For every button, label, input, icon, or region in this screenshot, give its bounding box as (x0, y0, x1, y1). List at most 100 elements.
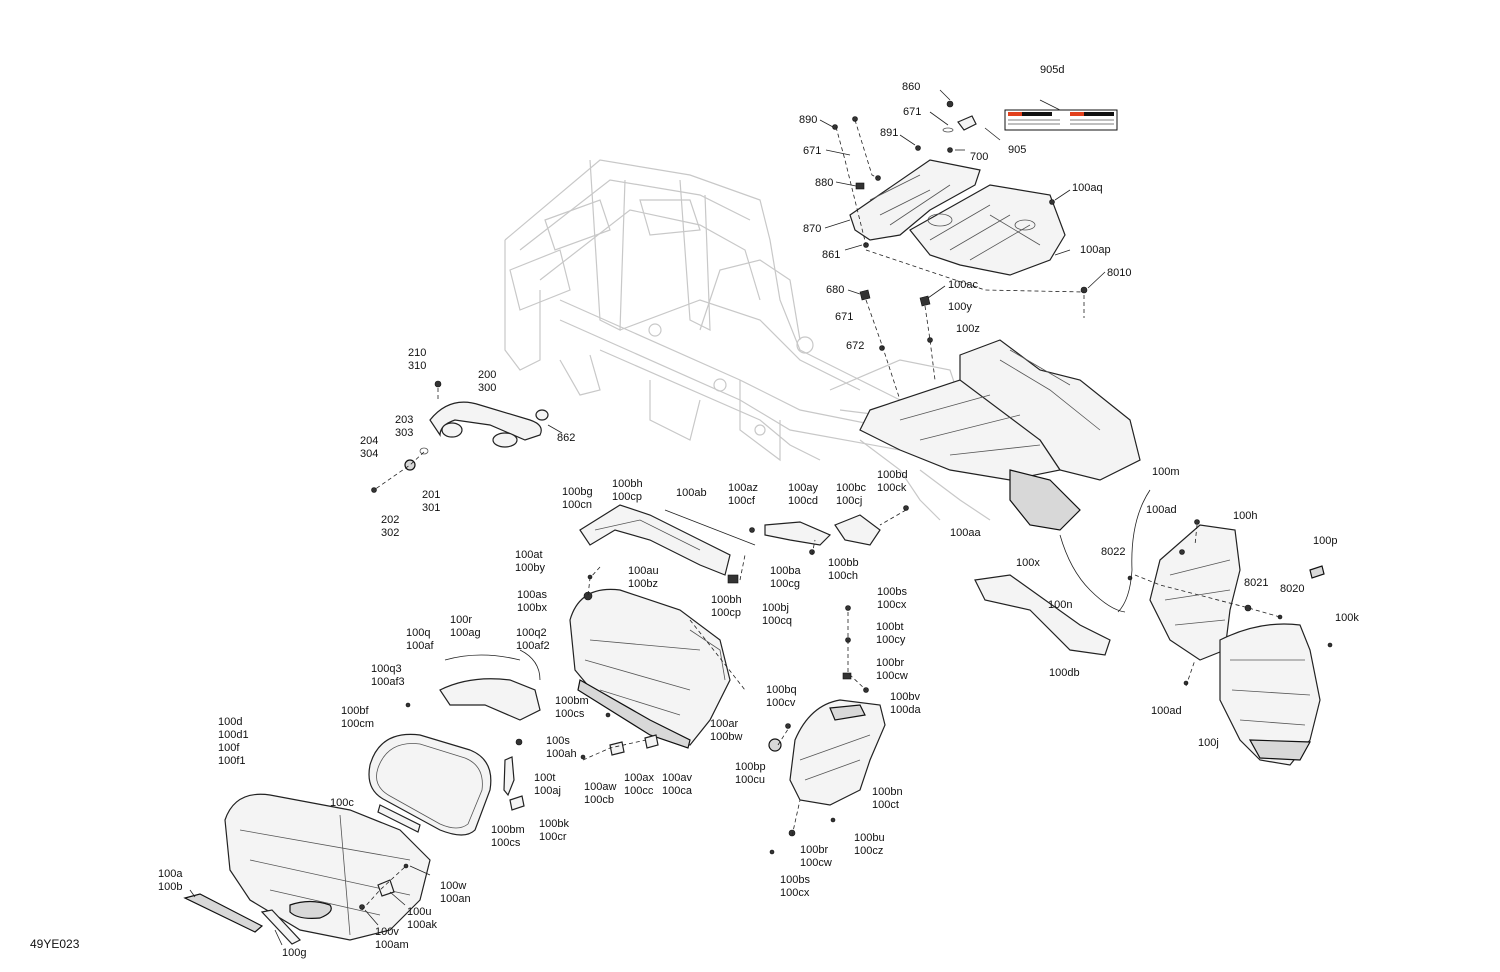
callout-labels: 905d 860 671 890 891 905 700 671 880 100… (30, 64, 1359, 959)
callout-8021: 8021 (1244, 577, 1268, 589)
lower-side-shell (768, 605, 886, 855)
top-hardware (832, 100, 1088, 351)
latch-bracket (749, 505, 909, 555)
side-case-body (569, 574, 731, 749)
rear-fender-support (859, 339, 1141, 531)
callout-671: 671 (835, 311, 853, 323)
lid-seal (368, 733, 492, 836)
grab-handle-assembly (371, 380, 549, 493)
callout-100ad: 100ad (1146, 504, 1177, 516)
callout-891: 891 (880, 127, 898, 139)
rear-support-bracket (849, 159, 1066, 276)
rear-top-case (1127, 519, 1333, 766)
callout-100aa: 100aa (950, 527, 981, 539)
case-top-trim (579, 504, 756, 584)
callout-100p: 100p (1313, 535, 1337, 547)
callout-8010: 8010 (1107, 267, 1131, 279)
callout-100aq: 100aq (1072, 182, 1103, 194)
callout-905: 905 (1008, 144, 1026, 156)
callout-880: 880 (815, 177, 833, 189)
callout-100ad: 100ad (1151, 705, 1182, 717)
callout-100h: 100h (1233, 510, 1257, 522)
inner-trim-strip (405, 649, 541, 721)
callout-100k: 100k (1335, 612, 1359, 624)
callout-100db: 100db (1049, 667, 1080, 679)
leader-lines (189, 89, 1281, 946)
side-case-lid (224, 793, 431, 941)
warning-label (1004, 109, 1118, 131)
callout-100g: 100g (282, 947, 306, 959)
callout-672: 672 (846, 340, 864, 352)
callout-870: 870 (803, 223, 821, 235)
callout-905d: 905d (1040, 64, 1064, 76)
callout-100z: 100z (956, 323, 980, 335)
callout-680: 680 (826, 284, 844, 296)
callout-100n: 100n (1048, 599, 1072, 611)
callout-100m: 100m (1152, 466, 1180, 478)
callout-100y: 100y (948, 301, 972, 313)
callout-890: 890 (799, 114, 817, 126)
callout-100ap: 100ap (1080, 244, 1111, 256)
lid-emblems (183, 893, 301, 945)
callout-8022: 8022 (1101, 546, 1125, 558)
callout-100c: 100c (330, 797, 354, 809)
callout-100x: 100x (1016, 557, 1040, 569)
callout-671: 671 (903, 106, 921, 118)
callout-700: 700 (970, 151, 988, 163)
callout-861: 861 (822, 249, 840, 261)
callout-862: 862 (557, 432, 575, 444)
callout-100j: 100j (1198, 737, 1219, 749)
diagram-code: 49YE023 (30, 937, 80, 951)
callout-100ac: 100ac (948, 279, 978, 291)
callout-860: 860 (902, 81, 920, 93)
callout-671: 671 (803, 145, 821, 157)
trim-strips (974, 489, 1151, 656)
